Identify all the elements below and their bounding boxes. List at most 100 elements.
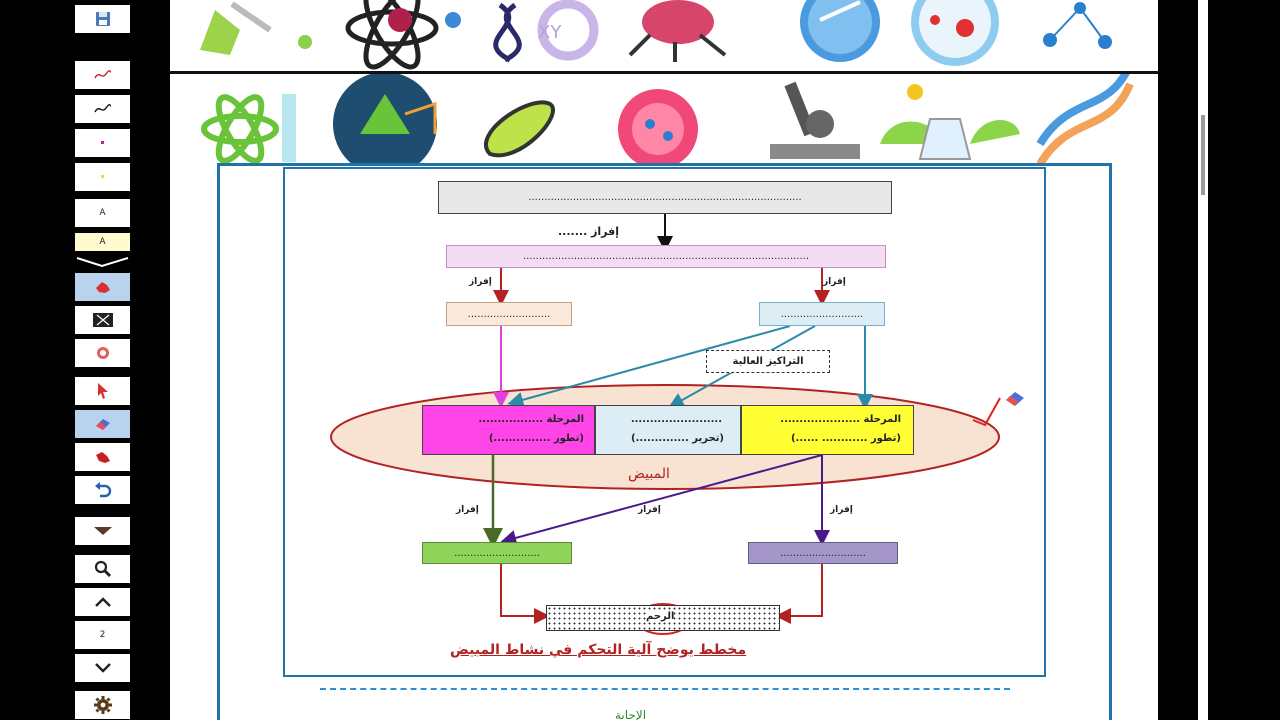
phase-right-sub: (تطور ............ ......)	[790, 433, 901, 444]
secretion-right-label: إفراز	[823, 277, 846, 287]
menu-dropdown-button[interactable]	[75, 517, 130, 545]
flask-icon	[200, 1, 312, 55]
secretion-bottom-left-label: إفراز	[456, 505, 479, 515]
pen-magenta-dot-button[interactable]	[75, 129, 130, 157]
chevron-up-icon	[94, 597, 111, 607]
secretion-main-label: إفراز .......	[558, 225, 619, 238]
atom-icon	[345, 0, 461, 70]
scrollbar-track[interactable]	[1198, 0, 1208, 720]
leaf-molecule-icon	[333, 74, 437, 166]
petri-dish-blue-icon	[800, 0, 880, 62]
right-hormone-blank: ..........................	[780, 308, 864, 320]
clear-button[interactable]	[75, 306, 130, 334]
banner-top: XY	[200, 0, 1112, 70]
right-hormone-box: ..........................	[759, 302, 885, 326]
search-icon	[94, 560, 111, 578]
collapse-chevron[interactable]	[75, 254, 130, 268]
save-icon	[95, 12, 110, 26]
ovary-label: المبيض	[628, 466, 670, 482]
eraser-cursor-icon	[1006, 392, 1024, 406]
save-button[interactable]	[75, 5, 130, 33]
pen-red-button[interactable]	[75, 61, 130, 89]
phase-center-title: ........................	[630, 414, 722, 425]
petri-dish-virus-icon	[911, 0, 999, 66]
answer-heading: الإجابة	[615, 708, 647, 720]
green-hormone-blank: ...........................	[454, 547, 540, 559]
scrollbar-thumb[interactable]	[1201, 115, 1205, 195]
uterus-label: الرحم	[646, 611, 675, 622]
molecule-network-icon	[1043, 2, 1112, 49]
phase-right-box: المرحلة ..................... (تطور ....…	[741, 405, 914, 455]
undo-button[interactable]	[75, 476, 130, 504]
phase-center-box: ........................ (تحرير ........…	[595, 405, 741, 455]
previous-page-button[interactable]	[75, 588, 130, 616]
record-button[interactable]	[75, 339, 130, 367]
cursor-arrow-icon	[97, 383, 108, 399]
secretion-bottom-mid-label: إفراز	[638, 505, 661, 515]
red-hand-icon	[95, 282, 110, 293]
text-tool-button[interactable]: A	[75, 199, 130, 227]
green-hormone-box: ...........................	[422, 542, 572, 564]
pen-yellow-dot-button[interactable]	[75, 163, 130, 191]
eraser-icon	[95, 419, 110, 430]
purple-hormone-text: ...........................	[748, 542, 898, 564]
record-icon	[96, 347, 109, 359]
bacteria-icon	[484, 100, 555, 158]
settings-button[interactable]	[75, 691, 130, 719]
hand-tool-button[interactable]	[75, 443, 130, 471]
highlight-text-button[interactable]: A	[75, 233, 130, 251]
chromosome-xy-icon: XY	[493, 0, 599, 63]
phase-left-title: المرحلة .................	[478, 414, 584, 425]
red-pen-icon	[93, 70, 111, 79]
magenta-dot-icon	[100, 141, 104, 144]
high-concentrations-box: التراكيز العالية	[706, 350, 830, 373]
left-hormone-box: ..........................	[446, 302, 572, 326]
atom-tube-icon	[201, 94, 296, 164]
page-number: 2	[99, 630, 106, 640]
pen-black-button[interactable]	[75, 95, 130, 123]
second-hormone-box: ........................................…	[446, 245, 886, 268]
virus-pink-icon	[618, 89, 698, 166]
plant-lab-icon	[880, 84, 1020, 160]
gear-icon	[93, 696, 112, 714]
high-concentrations-label: التراكيز العالية	[732, 356, 804, 367]
purple-hormone-blank: ...........................	[780, 547, 866, 559]
left-hormone-blank: ..........................	[467, 308, 551, 320]
highlight-tool-letter: A	[99, 237, 106, 247]
phase-left-box: المرحلة ................. (تطور ........…	[422, 405, 595, 455]
search-button[interactable]	[75, 555, 130, 583]
pointer-hand-button[interactable]	[75, 273, 130, 301]
microscope-icon	[770, 81, 860, 159]
purple-hormone-box	[748, 542, 898, 564]
top-hormone-blank: ........................................…	[528, 192, 802, 203]
banner-divider	[170, 71, 1158, 74]
right-background	[1208, 0, 1280, 720]
brain-neuron-icon	[628, 0, 727, 62]
chevron-down-icon	[76, 257, 129, 268]
diagram-inner-frame	[283, 167, 1046, 677]
secretion-left-label: إفراز	[469, 277, 492, 287]
undo-icon	[94, 482, 111, 498]
text-tool-letter: A	[99, 208, 106, 218]
right-margin	[1158, 0, 1198, 720]
svg-text:XY: XY	[538, 22, 562, 43]
dna-helix-icon	[1036, 74, 1134, 166]
phase-center-sub: (تحرير ..............)	[631, 433, 724, 444]
annotation-toolbar: A A	[0, 0, 170, 720]
phase-left-sub: (تطور ...............)	[488, 433, 584, 444]
second-hormone-blank: ........................................…	[522, 251, 810, 262]
page-number-field[interactable]: 2	[75, 621, 130, 649]
black-pen-icon	[93, 104, 111, 113]
cursor-button[interactable]	[75, 377, 130, 405]
document-page: XY	[170, 0, 1158, 720]
top-hormone-box: ........................................…	[438, 181, 892, 214]
answer-separator	[320, 688, 1010, 690]
phase-right-title: المرحلة .....................	[780, 414, 901, 425]
pen-annotation-mark	[972, 397, 1001, 427]
close-x-icon	[92, 313, 113, 327]
next-page-button[interactable]	[75, 654, 130, 682]
banner-bottom	[201, 74, 1134, 166]
eraser-button[interactable]	[75, 410, 130, 438]
yellow-dot-icon	[100, 175, 104, 178]
